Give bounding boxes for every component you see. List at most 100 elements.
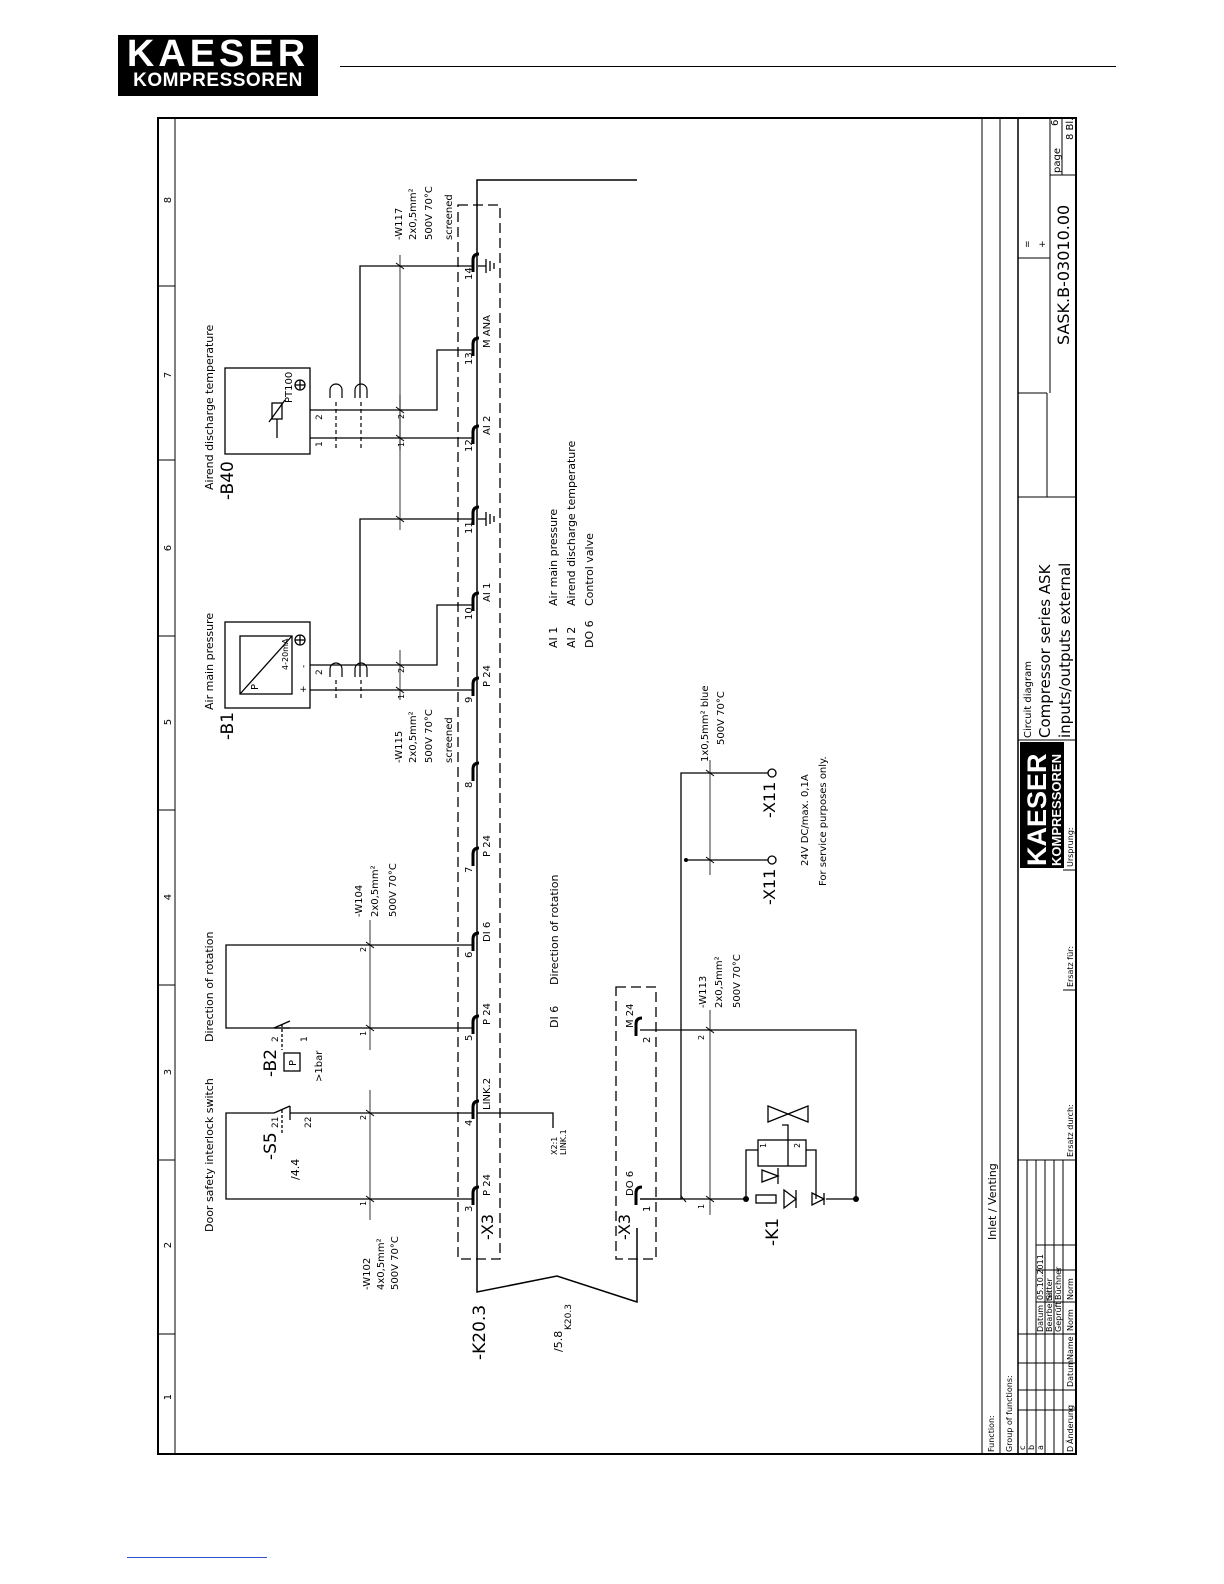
rev-header-aenderung: Änderung [1065, 1405, 1075, 1444]
datum-label: Datum [1036, 1305, 1045, 1332]
b2-setting: >1bar [314, 1050, 325, 1082]
title-line2: inputs/outputs external [1056, 563, 1074, 738]
eq-sign: = [1023, 240, 1033, 248]
legend-do6-desc: Control valve [583, 533, 596, 606]
k20-tag: -K20.3 [470, 1305, 490, 1360]
w104-name: -W104 [354, 885, 365, 917]
cable-screens [329, 383, 368, 700]
service-cable-rating: 500V 70°C [716, 691, 727, 745]
terminal-12-num: 12 [464, 439, 475, 452]
w102-spec: 4x0,5mm² [376, 1238, 387, 1290]
k20-ref: /5.8 [552, 1331, 565, 1352]
w113-spec: 2x0,5mm² [714, 956, 725, 1008]
legend-ai2-code: AI 2 [565, 627, 578, 648]
b40-title: Airend discharge temperature [203, 324, 216, 490]
column-2: 2 [163, 1242, 174, 1248]
door-switch-title: Door safety interlock switch [203, 1078, 216, 1232]
device-labels: Door safety interlock switch -S5 /4.4 21… [203, 324, 829, 1360]
b1-transmitter-symbol [224, 621, 311, 709]
w117-core-1: 1 [397, 442, 406, 447]
legend-ai1-code: AI 1 [547, 627, 560, 648]
column-markers: 1 2 3 4 5 6 7 8 [163, 197, 174, 1400]
b2-contact-1: 1 [300, 1036, 310, 1042]
terminal-9-label: P 24 [482, 665, 493, 687]
rev-header-d: D [1066, 1446, 1075, 1452]
rev-header-name: Name [1066, 1336, 1075, 1360]
geprueft-label: Geprüft [1054, 1302, 1063, 1332]
s5-tag: -S5 [261, 1132, 281, 1160]
w115-core-1: 1 [397, 694, 406, 699]
terminal-lower-1-label: DO 6 [625, 1171, 636, 1196]
column-1: 1 [163, 1394, 174, 1400]
b40-sensor-symbol [224, 367, 311, 455]
w104-spec: 2x0,5mm² [370, 865, 381, 917]
b1-tag: -B1 [218, 712, 238, 740]
x11-tag-1: -X11 [760, 869, 779, 905]
w115-spec: 2x0,5mm² [408, 711, 419, 763]
k20-module-outline [476, 179, 638, 1304]
cable-lines [369, 255, 711, 1220]
ursprung: Ursprung: [1066, 827, 1075, 867]
w117-spec: 2x0,5mm² [408, 188, 419, 240]
cable-labels: -W102 4x0,5mm² 500V 70°C 1 2 -W104 2x0,5… [354, 186, 743, 1290]
terminal-labels: 3 P 24 4 LINK.2 5 P 24 6 DI 6 7 P 24 8 9… [464, 267, 653, 1212]
terminal-6-num: 6 [464, 952, 475, 958]
function-label: Function: [987, 1415, 996, 1452]
w115-core-2: 2 [397, 668, 406, 673]
legend-do6-code: DO 6 [583, 620, 596, 648]
title-block-texts: Function: Group of functions: Inlet / Ve… [986, 118, 1076, 1452]
terminal-9-num: 9 [464, 697, 475, 703]
b2-title: Direction of rotation [203, 932, 216, 1042]
ersatz-fuer: Ersatz für: [1066, 946, 1075, 987]
legend-ai1-desc: Air main pressure [547, 509, 560, 606]
ground-symbols [478, 259, 495, 526]
terminal-5-label: P 24 [482, 1003, 493, 1025]
rev-header-norm: Norm [1066, 1309, 1075, 1331]
rev-a: a [1036, 1445, 1045, 1450]
logo-line1: KAESER [126, 33, 310, 75]
x11-terminals [767, 768, 777, 865]
w113-rating: 500V 70°C [732, 954, 743, 1008]
b40-tag: -B40 [218, 461, 238, 500]
w102-rating: 500V 70°C [390, 1236, 401, 1290]
w102-core-2: 2 [359, 1115, 368, 1120]
w104-core-1: 1 [359, 1031, 368, 1036]
x3-tag-upper: -X3 [478, 1214, 497, 1240]
x11-note-1: 24V DC/max. 0,1A [800, 774, 811, 866]
x11-tag-2: -X11 [760, 782, 779, 818]
legend-di6-desc: Direction of rotation [548, 875, 561, 985]
w102-core-1: 1 [359, 1201, 368, 1206]
title-logo-line1: KAESER [1022, 753, 1052, 866]
b2-p-symbol: P [288, 1060, 299, 1066]
x3-dashed-boxes [457, 204, 657, 1260]
column-5: 5 [163, 719, 174, 725]
service-cable-spec: 1x0,5mm² blue [700, 686, 711, 762]
title-line1: Compressor series ASK [1036, 563, 1054, 738]
terminal-7-num: 7 [464, 867, 475, 873]
terminal-12-label: AI 2 [482, 416, 493, 435]
group-of-functions-label: Group of functions: [1005, 1375, 1014, 1452]
w104-core-2: 2 [359, 947, 368, 952]
w102-name: -W102 [362, 1258, 373, 1290]
b1-core-2: 2 [315, 669, 325, 675]
b1-minus: - [299, 665, 309, 668]
w113-core-2: 2 [697, 1035, 706, 1040]
wiring [225, 265, 857, 1200]
terminal-10-num: 10 [464, 607, 475, 620]
terminal-4-num: 4 [464, 1120, 475, 1126]
kaeser-logo: KAESER KOMPRESSOREN [118, 33, 318, 96]
sheet-count: 8 Bl. [1065, 118, 1076, 140]
terminal-8-num: 8 [464, 782, 475, 788]
bearbeiter-value: Sitter [1045, 1278, 1054, 1300]
k1-tag: -K1 [763, 1218, 783, 1246]
terminal-3-num: 3 [464, 1206, 475, 1212]
terminal-lower-1-num: 1 [642, 1206, 653, 1212]
terminal-6-label: DI 6 [482, 922, 493, 942]
k1-coil-2: 2 [793, 1143, 802, 1148]
terminal-lower-2-label: M 24 [625, 1003, 636, 1028]
function-value: Inlet / Venting [986, 1163, 999, 1240]
k1-relay-symbol [745, 1105, 826, 1210]
x2-ref: X2:1 [550, 1137, 559, 1155]
terminal-4-label: LINK.2 [482, 1078, 493, 1110]
link1-ref: LINK.1 [559, 1129, 568, 1155]
